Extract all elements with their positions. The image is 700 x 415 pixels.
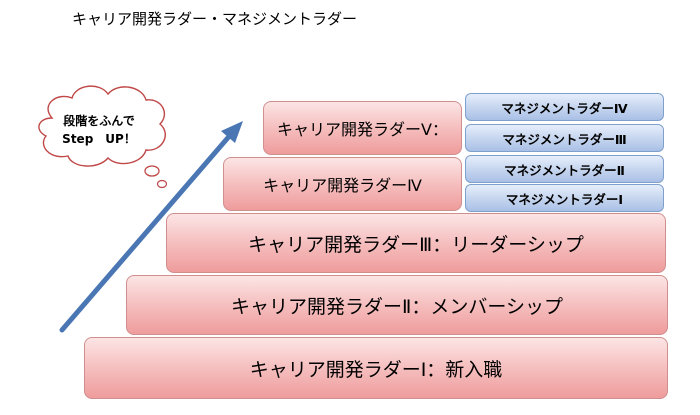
management-ladder-4-label: マネジメントラダーⅣ bbox=[501, 100, 628, 116]
career-ladder-3: キャリア開発ラダーⅢ：リーダーシップ bbox=[166, 213, 666, 273]
career-ladder-4-label: キャリア開発ラダーⅣ bbox=[263, 176, 422, 195]
thought-cloud-icon bbox=[38, 85, 168, 189]
management-ladder-3: マネジメントラダーⅢ bbox=[465, 124, 664, 152]
page-title: キャリア開発ラダー・マネジメントラダー bbox=[72, 10, 358, 28]
management-ladder-2-label: マネジメントラダーⅡ bbox=[504, 162, 625, 178]
career-ladder-2: キャリア開発ラダーⅡ：メンバーシップ bbox=[126, 275, 668, 335]
career-ladder-4: キャリア開発ラダーⅣ bbox=[223, 157, 462, 211]
management-ladder-1: マネジメントラダーⅠ bbox=[465, 184, 664, 212]
career-ladder-3-label: キャリア開発ラダーⅢ：リーダーシップ bbox=[248, 233, 584, 256]
management-ladder-4: マネジメントラダーⅣ bbox=[465, 93, 664, 121]
cloud-line-1: 段階をふんで bbox=[63, 114, 135, 128]
cloud-callout-text: 段階をふんで Step UP！ bbox=[40, 112, 158, 148]
career-ladder-2-label: キャリア開発ラダーⅡ：メンバーシップ bbox=[231, 295, 563, 318]
management-ladder-3-label: マネジメントラダーⅢ bbox=[502, 131, 627, 147]
step-up-arrow-icon bbox=[59, 121, 243, 333]
career-ladder-1: キャリア開発ラダーⅠ：新入職 bbox=[84, 337, 668, 399]
management-ladder-2: マネジメントラダーⅡ bbox=[465, 155, 664, 183]
career-ladder-1-label: キャリア開発ラダーⅠ：新入職 bbox=[249, 358, 503, 381]
cloud-line-2: Step UP！ bbox=[62, 132, 136, 146]
management-ladder-1-label: マネジメントラダーⅠ bbox=[505, 191, 624, 207]
career-ladder-5: キャリア開発ラダーⅤ： bbox=[263, 101, 462, 155]
career-ladder-5-label: キャリア開発ラダーⅤ： bbox=[277, 120, 448, 139]
